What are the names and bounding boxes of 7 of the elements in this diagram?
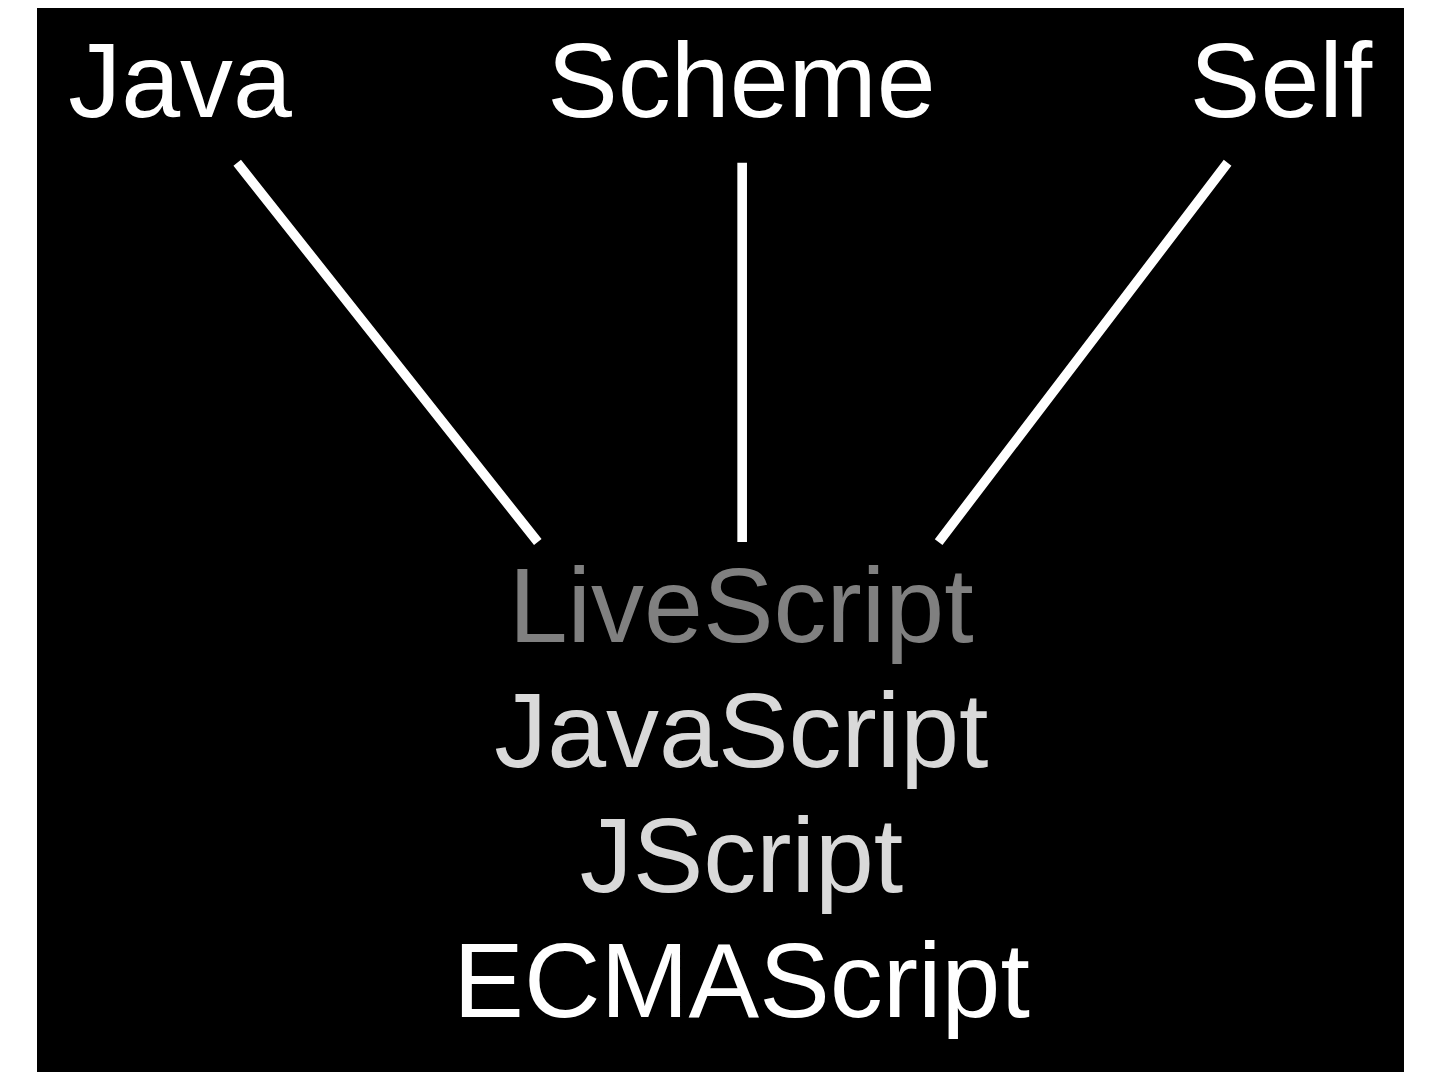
connector [934,159,1231,545]
connector [232,159,542,546]
node-text: LiveScript JavaScript JScript ECMAScript [452,545,1030,1040]
node-text: Scheme [546,20,936,139]
node-text: Java [67,20,292,139]
connector [736,162,747,543]
node-text: Self [1189,20,1372,139]
